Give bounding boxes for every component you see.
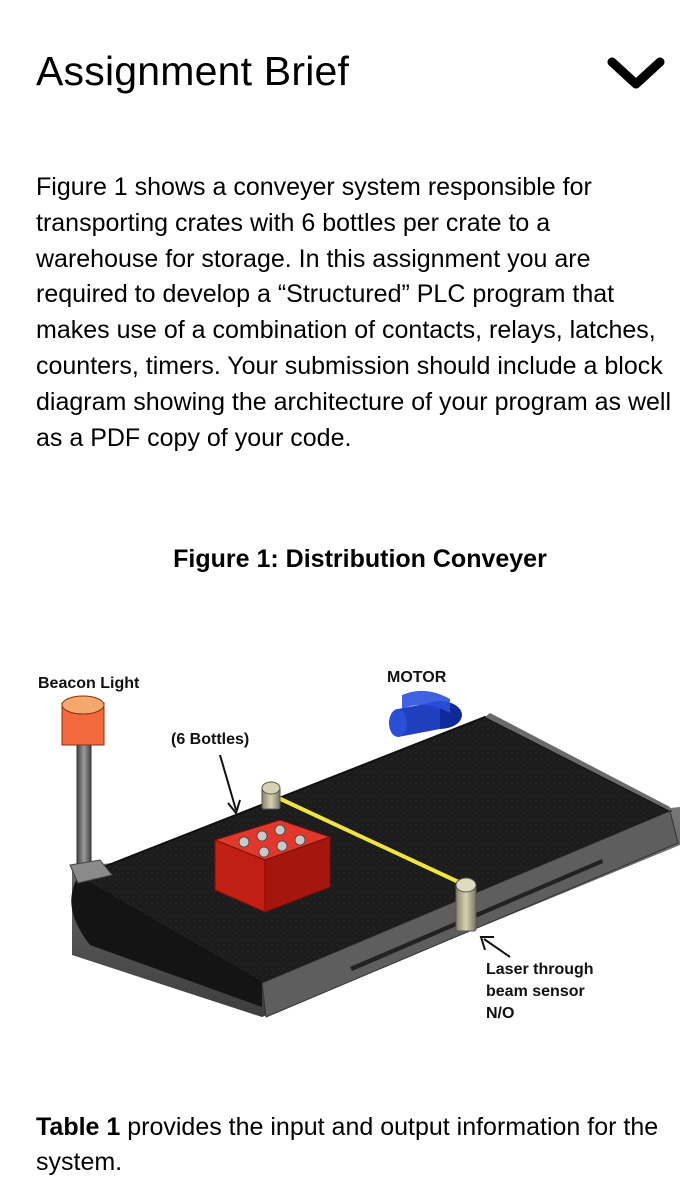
crate-icon: [213, 819, 332, 913]
sensor-label-line-2: beam sensor: [486, 983, 585, 1000]
motor-label: MOTOR: [387, 669, 447, 686]
figure-caption: Figure 1: Distribution Conveyer: [173, 545, 547, 573]
intro-paragraph: Figure 1 shows a conveyer system respons…: [36, 173, 672, 452]
sensor-label-line-1: Laser through: [486, 961, 594, 978]
sensor-label-line-3: N/O: [486, 1005, 514, 1022]
beacon-light-icon: [61, 695, 113, 884]
sensor-receiver-icon: [455, 877, 477, 932]
sensor-emitter-icon: [261, 781, 281, 810]
table-reference-paragraph: Table 1 provides the input and output in…: [36, 1110, 676, 1180]
chevron-down-icon[interactable]: [606, 54, 666, 94]
conveyer-illustration: Beacon Light MOTOR (6 Bottles) Laser thr…: [38, 669, 680, 1022]
bottles-label: (6 Bottles): [171, 731, 249, 748]
table-reference-bold: Table 1: [36, 1113, 121, 1141]
table-reference-text: provides the input and output informatio…: [36, 1113, 659, 1176]
section-header: Assignment Brief: [36, 44, 666, 104]
beacon-light-label: Beacon Light: [38, 675, 140, 692]
page-title: Assignment Brief: [36, 48, 350, 94]
motor-icon: [389, 690, 462, 737]
laser-beam: [271, 793, 466, 887]
bottle-caps: [238, 824, 306, 858]
